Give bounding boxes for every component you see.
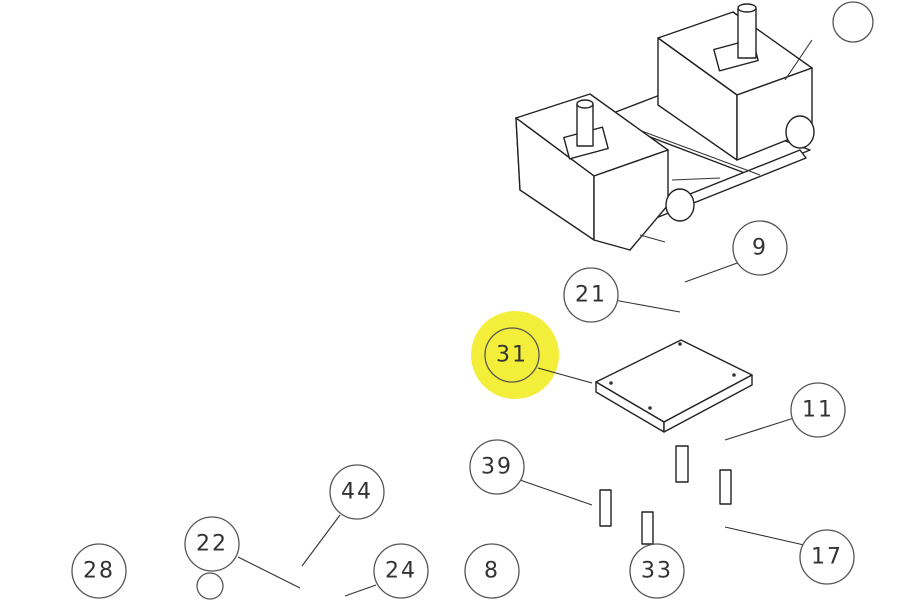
plate-part — [595, 339, 753, 433]
svg-text:9: 9 — [752, 236, 768, 261]
callout-cropped — [832, 1, 874, 43]
callout-17: 17 — [799, 529, 855, 585]
tank-assembly — [515, 3, 815, 251]
svg-text:44: 44 — [341, 480, 373, 505]
svg-text:28: 28 — [83, 559, 115, 584]
svg-text:39: 39 — [481, 455, 513, 480]
callout-33: 33 — [629, 543, 685, 599]
svg-text:33: 33 — [641, 559, 673, 584]
callout-31: 31 — [484, 327, 540, 383]
svg-text:22: 22 — [196, 532, 228, 557]
svg-text:21: 21 — [575, 283, 607, 308]
callout-highlight — [471, 311, 559, 399]
callout-cropped — [196, 572, 224, 600]
callout-9: 9 — [732, 220, 788, 276]
callout-8: 8 — [464, 543, 520, 599]
callout-22: 22 — [184, 516, 240, 572]
svg-text:8: 8 — [484, 559, 500, 584]
svg-text:11: 11 — [802, 398, 834, 423]
callout-28: 28 — [71, 543, 127, 599]
callout-21: 21 — [563, 267, 619, 323]
callout-24: 24 — [373, 543, 429, 599]
callout-11: 11 — [790, 382, 846, 438]
svg-text:31: 31 — [496, 343, 528, 368]
svg-text:24: 24 — [385, 559, 417, 584]
callout-44: 44 — [329, 464, 385, 520]
callout-39: 39 — [469, 439, 525, 495]
bracket-parts — [599, 445, 732, 545]
svg-text:17: 17 — [811, 545, 843, 570]
leader-lines — [237, 39, 813, 597]
